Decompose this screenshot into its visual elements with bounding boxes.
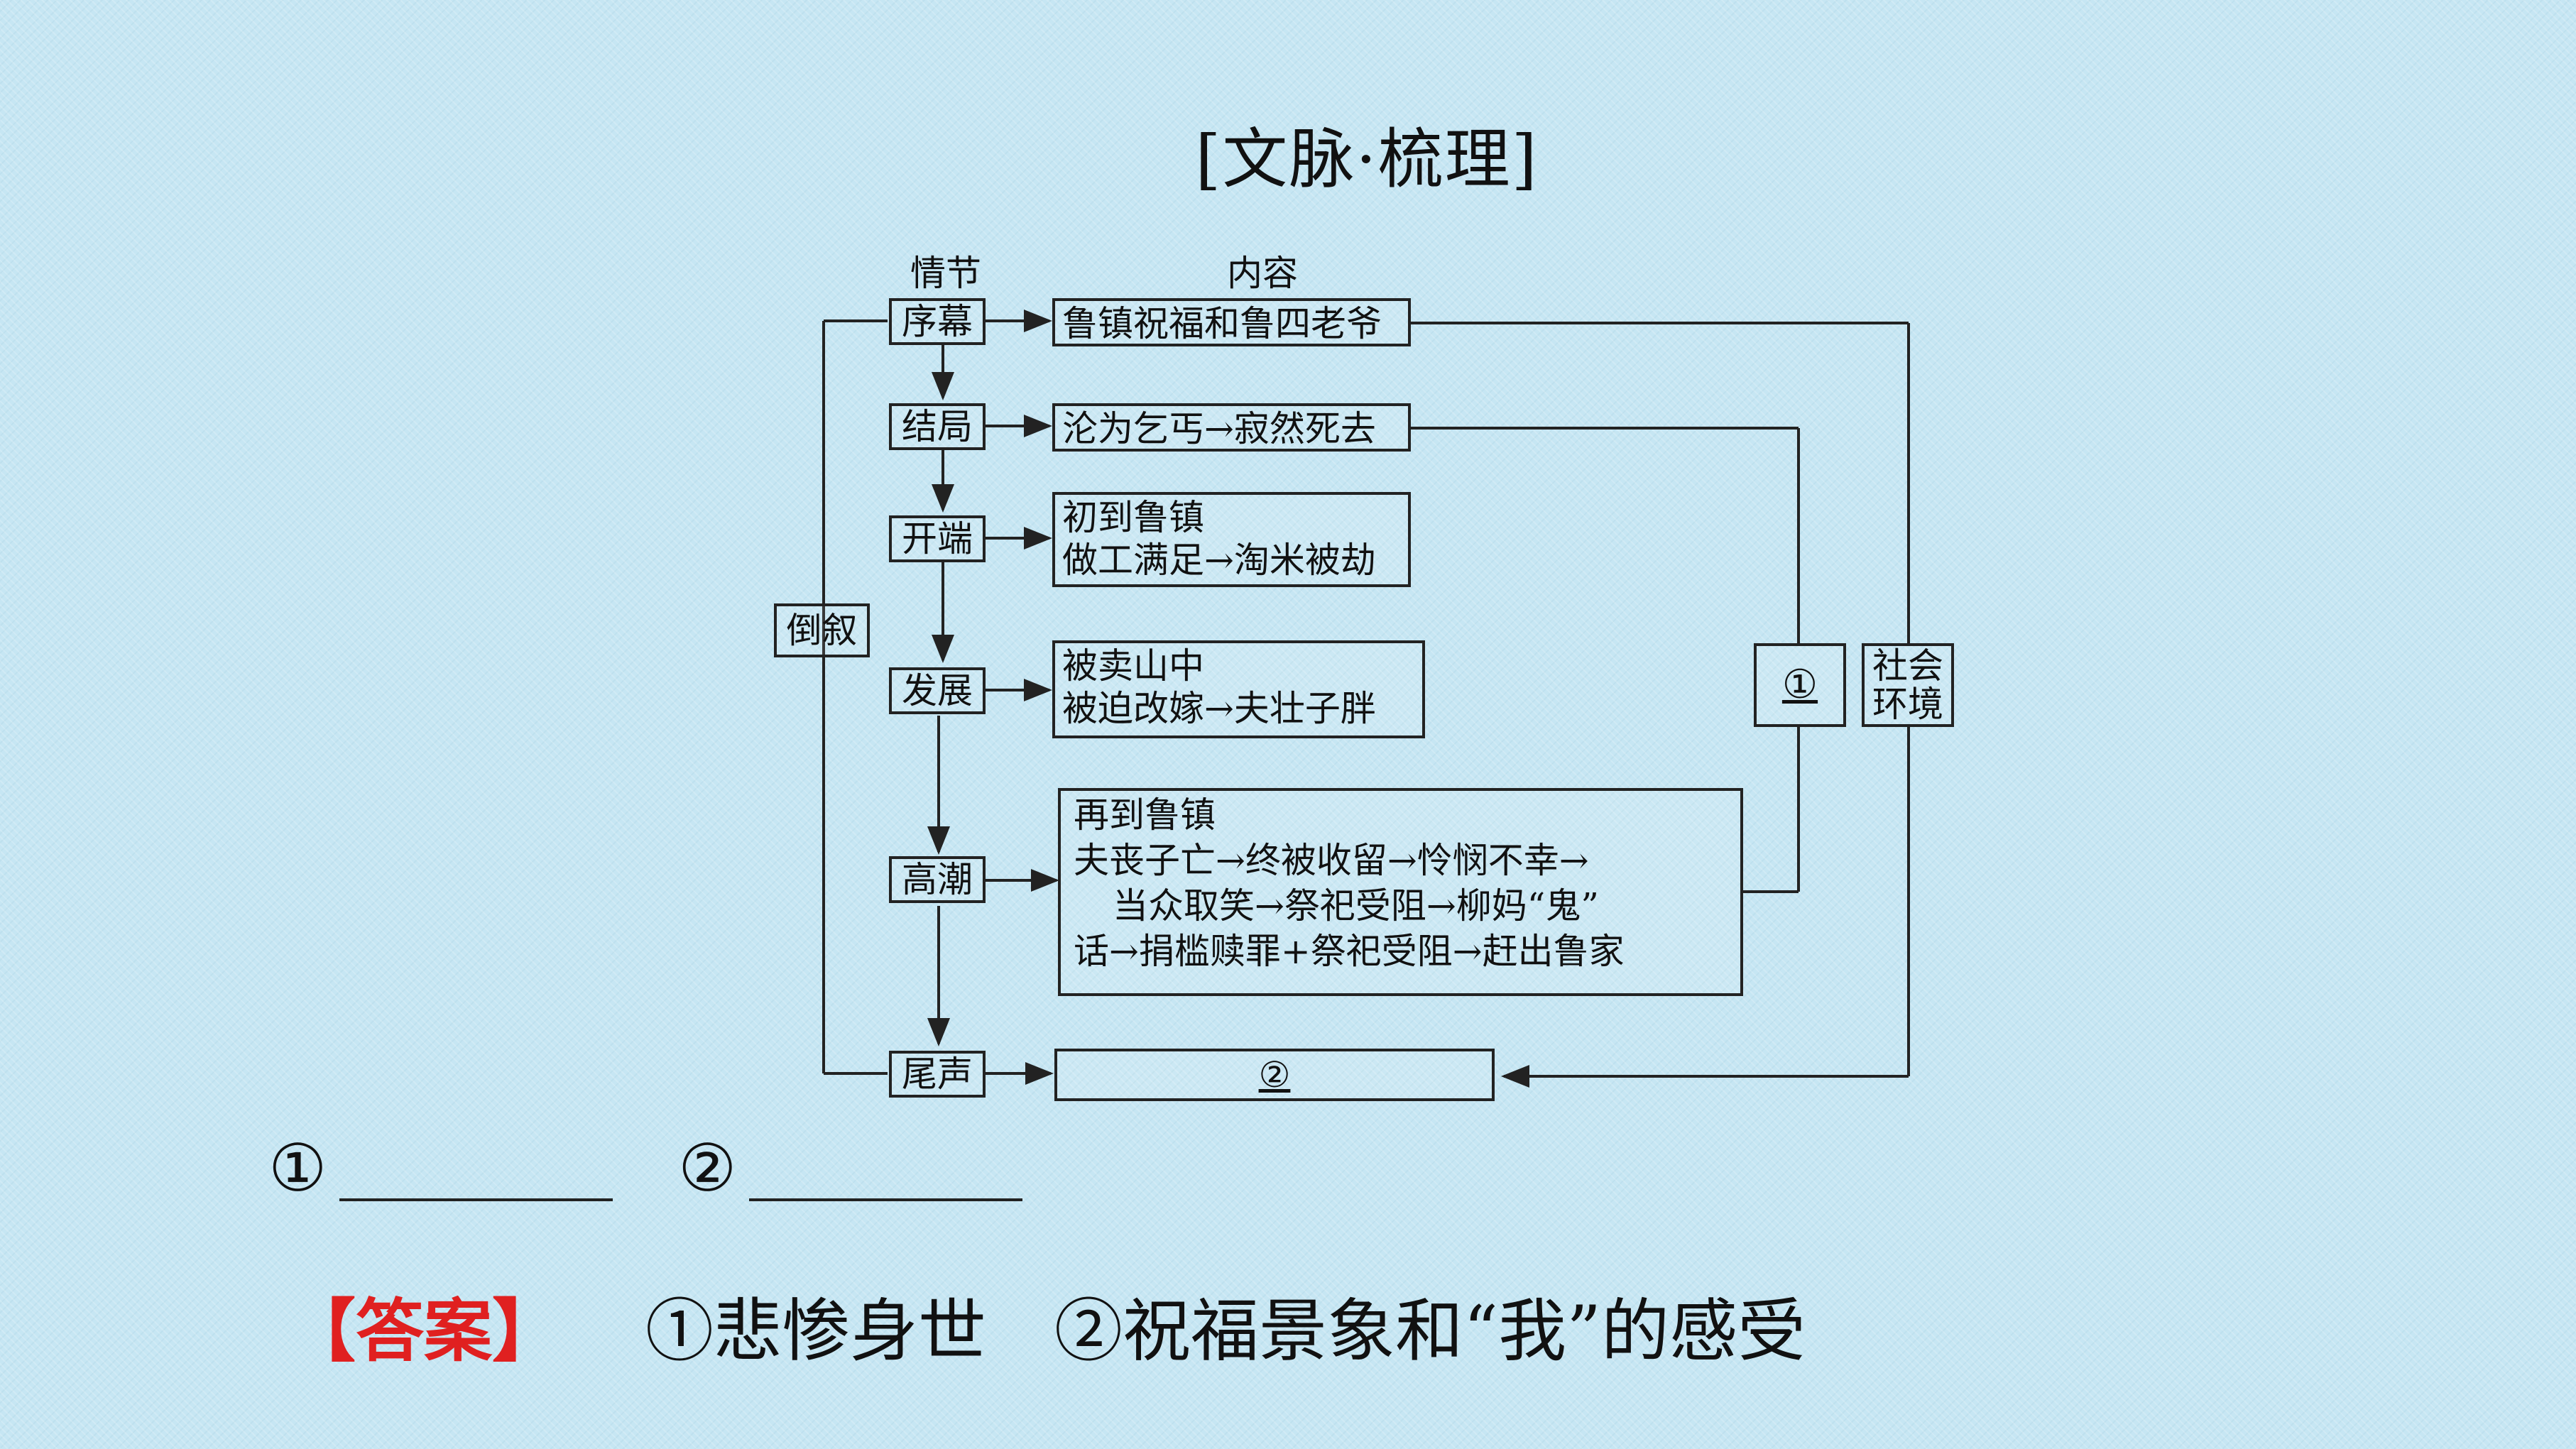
blank-two-line[interactable] [749,1198,1022,1201]
content-ending: 沦为乞丐→寂然死去 [1052,403,1411,452]
content-line: 做工满足→淘米被劫 [1062,540,1376,581]
content-line: 夫丧子亡→终被收留→怜悯不幸→ [1074,840,1589,881]
box-one: ① [1754,643,1846,727]
stage-label: 尾声 [902,1054,973,1095]
social-environment-line: 环境 [1872,684,1943,725]
content-line: 再到鲁镇 [1074,794,1216,836]
content-prologue: 鲁镇祝福和鲁四老爷 [1052,298,1411,346]
content-epilogue: ② [1054,1049,1495,1101]
content-development: 被卖山中 被迫改嫁→夫壮子胖 [1052,640,1425,738]
stage-epilogue: 尾声 [889,1051,986,1098]
social-environment-box: 社会 环境 [1862,643,1954,727]
stage-label: 结局 [902,406,973,447]
content-line: 沦为乞丐→寂然死去 [1062,408,1376,449]
content-line: ② [1258,1054,1291,1095]
stage-climax: 高潮 [889,856,986,903]
stage-label: 序幕 [902,301,973,342]
stage-ending: 结局 [889,403,986,450]
content-line: 被卖山中 [1062,645,1204,687]
content-climax: 再到鲁镇 夫丧子亡→终被收留→怜悯不幸→ 当众取笑→祭祀受阻→柳妈“鬼” 话→捐… [1058,788,1743,996]
social-environment-line: 社会 [1872,645,1943,687]
page-title: [文脉·梳理] [1195,121,1539,197]
content-line: 鲁镇祝福和鲁四老爷 [1062,303,1382,344]
header-plot: 情节 [910,253,981,294]
answer-tag: 【答案】 [288,1291,560,1371]
flashback-box: 倒叙 [774,603,870,657]
stage-label: 发展 [902,670,973,711]
blank-two-marker: ② [678,1130,737,1206]
stage-development: 发展 [889,667,986,714]
content-beginning: 初到鲁镇 做工满足→淘米被劫 [1052,492,1411,587]
flashback-label: 倒叙 [786,610,858,651]
stage-label: 高潮 [902,859,973,900]
answer-row: 【答案】 ①悲惨身世 ②祝福景象和“我”的感受 [288,1291,1806,1371]
answer-text: ①悲惨身世 ②祝福景象和“我”的感受 [645,1291,1806,1371]
box-one-label: ① [1781,662,1818,708]
stage-beginning: 开端 [889,515,986,562]
stage-prologue: 序幕 [889,298,986,345]
content-line: 当众取笑→祭祀受阻→柳妈“鬼” [1113,885,1599,926]
stage-label: 开端 [902,518,973,559]
blank-one-line[interactable] [339,1198,613,1201]
blank-one-marker: ① [268,1130,327,1206]
content-line: 话→捐槛赎罪+祭祀受阻→赶出鲁家 [1074,931,1625,972]
header-content: 内容 [1227,253,1298,294]
content-line: 被迫改嫁→夫壮子胖 [1062,688,1376,729]
content-line: 初到鲁镇 [1062,497,1204,538]
